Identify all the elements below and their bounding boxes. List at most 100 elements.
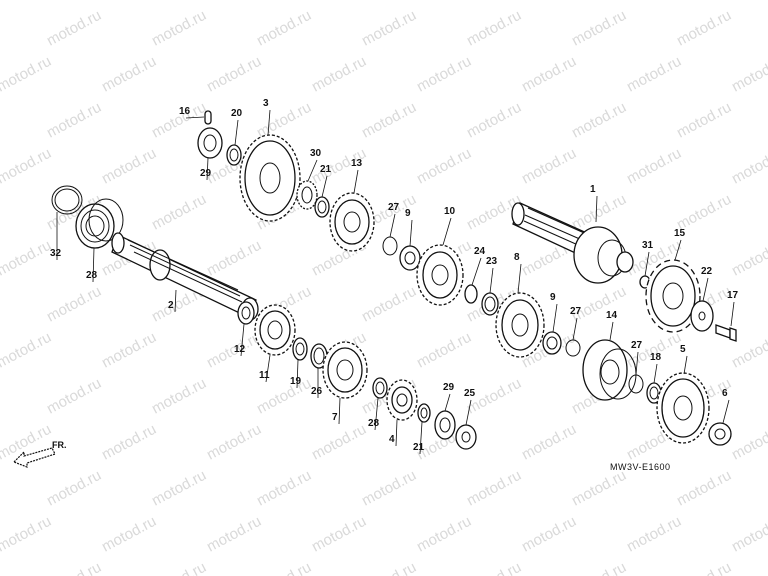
watermark-text: motod.ru xyxy=(464,467,524,510)
watermark-text: motod.ru xyxy=(99,0,159,4)
leader-line xyxy=(389,213,396,238)
part-number-label: 9 xyxy=(405,208,411,219)
leader-line xyxy=(265,354,271,383)
part-number-label: 7 xyxy=(332,412,338,423)
leader-line xyxy=(552,303,558,333)
watermark-text: motod.ru xyxy=(674,559,734,576)
part-15-sprocket xyxy=(645,259,701,333)
part-number-label: 19 xyxy=(290,376,302,387)
part-11-gear xyxy=(254,304,296,356)
part-number-label: 17 xyxy=(727,290,739,301)
leader-line xyxy=(409,219,413,247)
part-number-label: 29 xyxy=(443,382,455,393)
watermark-text: motod.ru xyxy=(0,237,54,280)
part-4-gear xyxy=(386,379,418,421)
part-number-label: 29 xyxy=(200,168,212,179)
watermark-text: motod.ru xyxy=(569,559,629,576)
part-number-label: 12 xyxy=(234,344,246,355)
watermark-text: motod.ru xyxy=(99,329,159,372)
watermark-text: motod.ru xyxy=(729,513,768,556)
part-number-label: 6 xyxy=(722,388,728,399)
part-number-label: 11 xyxy=(259,370,270,381)
leader-line xyxy=(465,399,472,426)
part-number-label: 23 xyxy=(486,256,498,267)
leader-line xyxy=(307,159,318,182)
watermark-text: motod.ru xyxy=(464,7,524,50)
watermark-text: motod.ru xyxy=(254,467,314,510)
part-number-label: 25 xyxy=(464,388,476,399)
watermark-text: motod.ru xyxy=(204,0,264,4)
leader-line xyxy=(185,116,205,119)
leader-line xyxy=(419,421,423,455)
part-21-upper-washer xyxy=(314,196,330,218)
part-8-gear xyxy=(495,292,545,358)
part-20-washer xyxy=(226,144,242,166)
part-27-circlip xyxy=(382,236,398,256)
leader-line xyxy=(374,397,379,431)
leader-line xyxy=(353,169,359,194)
watermark-text: motod.ru xyxy=(519,53,579,96)
watermark-text: motod.ru xyxy=(359,559,419,576)
watermark-text: motod.ru xyxy=(204,237,264,280)
watermark-text: motod.ru xyxy=(44,283,104,326)
part-19-washer xyxy=(292,337,308,361)
watermark-text: motod.ru xyxy=(149,467,209,510)
leader-line xyxy=(489,267,494,294)
watermark-text: motod.ru xyxy=(519,0,579,4)
part-24-washer xyxy=(464,284,478,304)
watermark-text: motod.ru xyxy=(729,145,768,188)
watermark-text: motod.ru xyxy=(624,513,684,556)
watermark-text: motod.ru xyxy=(149,559,209,576)
watermark-text: motod.ru xyxy=(519,421,579,464)
leader-line xyxy=(240,323,245,357)
part-9-bushing xyxy=(399,245,421,271)
part-30-needle-bearing xyxy=(296,180,318,210)
watermark-text: motod.ru xyxy=(0,329,54,372)
part-12-bushing xyxy=(237,301,255,325)
leader-line xyxy=(609,321,614,341)
watermark-text: motod.ru xyxy=(44,559,104,576)
part-26-ring xyxy=(310,343,328,369)
part-number-label: 22 xyxy=(701,266,713,277)
watermark-text: motod.ru xyxy=(674,467,734,510)
part-number-label: 16 xyxy=(179,106,191,117)
watermark-text: motod.ru xyxy=(44,467,104,510)
part-29-upper-bearing xyxy=(197,127,223,159)
leader-line xyxy=(296,359,299,389)
leader-line xyxy=(653,363,658,384)
leader-line xyxy=(321,175,328,198)
diagram-code: MW3V-E1600 xyxy=(610,462,671,472)
watermark-text: motod.ru xyxy=(624,53,684,96)
watermark-text: motod.ru xyxy=(44,375,104,418)
part-10-gear xyxy=(416,244,464,306)
watermark-text: motod.ru xyxy=(309,513,369,556)
part-6-bushing xyxy=(708,422,732,446)
part-25-washer xyxy=(455,424,477,450)
part-number-label: 10 xyxy=(444,206,456,217)
leader-line xyxy=(730,301,735,327)
part-7-gear xyxy=(322,341,368,399)
watermark-text: motod.ru xyxy=(464,559,524,576)
leader-line xyxy=(595,195,598,223)
leader-line xyxy=(267,109,271,136)
watermark-text: motod.ru xyxy=(254,559,314,576)
watermark-text: motod.ru xyxy=(149,375,209,418)
watermark-text: motod.ru xyxy=(729,0,768,4)
watermark-text: motod.ru xyxy=(254,375,314,418)
part-21-washer xyxy=(417,403,431,423)
watermark-text: motod.ru xyxy=(0,513,54,556)
part-number-label: 30 xyxy=(310,148,322,159)
watermark-text: motod.ru xyxy=(309,53,369,96)
watermark-text: motod.ru xyxy=(359,467,419,510)
watermark-text: motod.ru xyxy=(414,0,474,4)
watermark-text: motod.ru xyxy=(414,329,474,372)
watermark-text: motod.ru xyxy=(44,99,104,142)
leader-line xyxy=(206,157,209,181)
part-number-label: 5 xyxy=(680,344,686,355)
part-number-label: 2 xyxy=(168,300,174,311)
part-number-label: 3 xyxy=(263,98,269,109)
part-number-label: 18 xyxy=(650,352,662,363)
leader-line xyxy=(234,119,239,146)
part-number-label: 27 xyxy=(631,340,643,351)
